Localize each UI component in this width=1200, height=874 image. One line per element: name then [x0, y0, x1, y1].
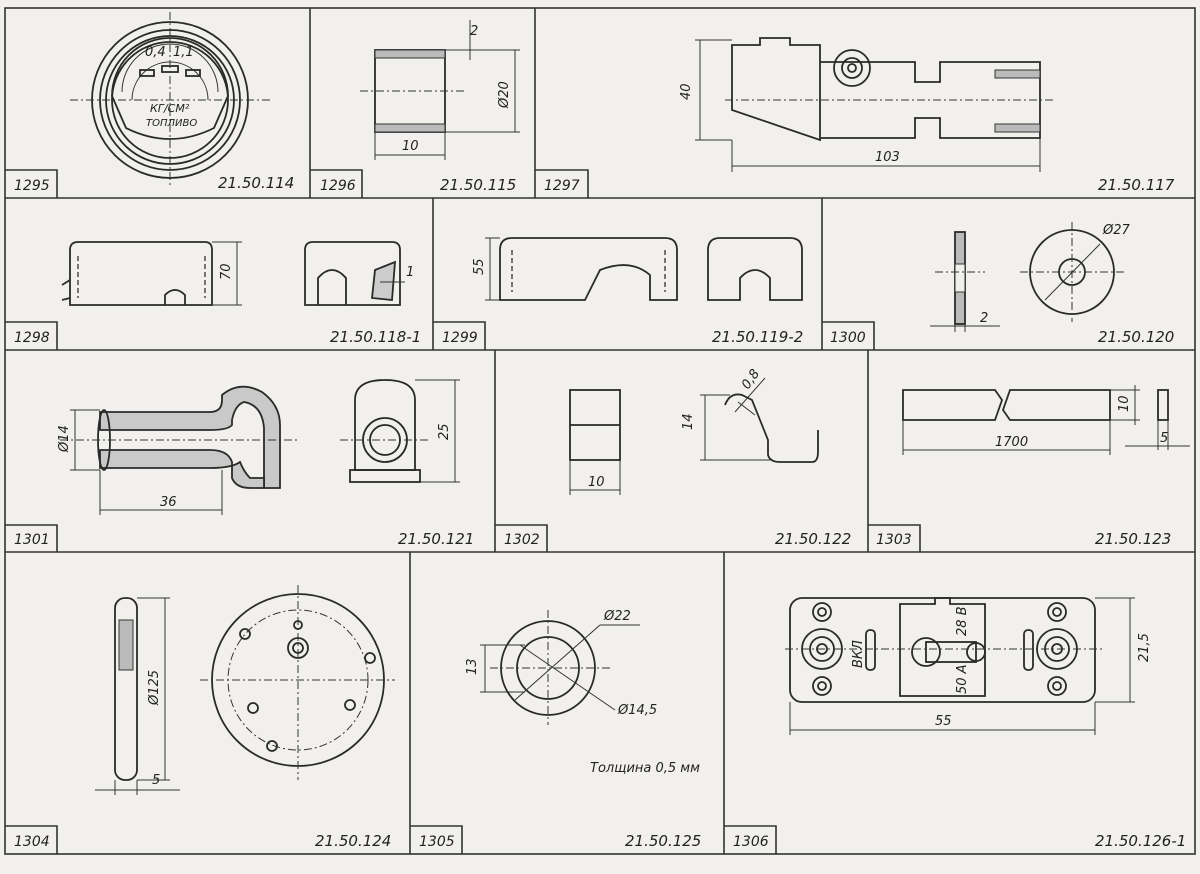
fitting-drawing [695, 37, 1055, 172]
dim-diameter: Ø14 [57, 425, 72, 453]
dim-height: 55 [472, 258, 487, 275]
dim-thickness: 5 [152, 773, 160, 788]
dim-height: 21,5 [1137, 633, 1152, 662]
part-code: 21.50.126-1 [1095, 832, 1186, 850]
label-boxes [5, 169, 921, 854]
cell-1298: 70 1 1298 21.50.118-1 [14, 241, 421, 346]
dim-thickness: 2 [980, 311, 988, 326]
cell-number: 1301 [14, 532, 50, 548]
dim-height: 70 [219, 263, 234, 280]
cell-1306: ВКЛ 28 В 50 А 21,5 55 1306 21.50.126-1 [733, 597, 1186, 850]
gauge-legend: ТОПЛИВО [146, 118, 197, 129]
dim-diameter: Ø20 [497, 81, 512, 109]
label-on: ВКЛ [851, 640, 866, 668]
cell-number: 1302 [504, 532, 540, 548]
cell-1299: 55 1299 21.50.119-2 [442, 237, 803, 346]
dim-width: 10 [1117, 395, 1132, 412]
part-code: 21.50.117 [1098, 176, 1175, 194]
washer-drawing [930, 222, 1125, 332]
dim-diameter: Ø27 [1102, 223, 1131, 238]
ring-drawing [480, 610, 640, 725]
dim-outer-diameter: Ø22 [603, 609, 631, 624]
dim-thickness: 5 [1160, 431, 1168, 446]
cell-1304: Ø125 5 1304 21.50.124 [14, 585, 395, 850]
part-code: 21.50.123 [1095, 530, 1171, 548]
part-code: 21.50.119-2 [712, 328, 803, 346]
cell-number: 1298 [14, 330, 50, 346]
cell-number: 1297 [544, 178, 580, 194]
cap-drawing [61, 241, 405, 306]
dim-diameter: Ø125 [147, 670, 162, 706]
part-code: 21.50.121 [398, 530, 474, 548]
part-code: 21.50.115 [440, 176, 516, 194]
dim-length: 36 [160, 495, 177, 510]
cell-number: 1306 [733, 834, 769, 850]
dim-width: 10 [588, 475, 605, 490]
cell-1302: 14 10 0,8 1302 21.50.122 [504, 367, 851, 548]
cell-1295: 0,4 1,1 КГ/СМ² ТОПЛИВО 1295 21.50.114 [14, 12, 294, 194]
dim-height: 14 [681, 413, 696, 430]
part-code: 21.50.114 [218, 174, 294, 192]
dim-length: 103 [875, 150, 900, 165]
cell-1296: 2 Ø20 10 1296 21.50.115 [320, 20, 520, 194]
dim-height: 13 [465, 658, 480, 675]
hose-drawing [60, 379, 460, 515]
dim-length: 1700 [995, 435, 1028, 450]
gauge-scale-high: 1,1 [173, 45, 194, 60]
grid-lines [4, 7, 1196, 855]
cell-number: 1305 [419, 834, 455, 850]
gauge-drawing [70, 12, 270, 188]
cell-number: 1303 [876, 532, 912, 548]
thickness-note: Толщина 0,5 мм [590, 761, 700, 776]
dim-inner-diameter: Ø14,5 [617, 703, 657, 718]
bracket-drawing [485, 237, 803, 301]
strip-drawing [902, 385, 1190, 455]
cell-1301: Ø14 36 25 1301 21.50.121 [14, 379, 474, 548]
dim-height: 25 [437, 423, 452, 440]
part-code: 21.50.118-1 [330, 328, 421, 346]
dim-wall: 2 [470, 24, 478, 39]
cell-number: 1295 [14, 178, 50, 194]
cell-number: 1304 [14, 834, 50, 850]
cell-1297: 40 103 1297 21.50.117 [544, 37, 1175, 194]
disc-drawing [95, 585, 395, 795]
dim-height: 40 [679, 83, 694, 100]
dim-wire: 0,8 [739, 367, 763, 393]
cell-number: 1296 [320, 178, 356, 194]
part-code: 21.50.125 [625, 832, 701, 850]
cell-1305: Ø22 13 Ø14,5 Толщина 0,5 мм 1305 21.50.1… [419, 609, 701, 850]
part-code: 21.50.120 [1098, 328, 1174, 346]
dim-length: 55 [935, 714, 952, 729]
cell-1300: Ø27 2 1300 21.50.120 [830, 222, 1174, 346]
part-code: 21.50.124 [315, 832, 391, 850]
label-voltage: 28 В [955, 606, 970, 636]
switch-drawing [785, 597, 1135, 735]
dim-length: 10 [402, 139, 419, 154]
dim-wall: 1 [406, 265, 414, 280]
clip-drawing [569, 377, 819, 495]
gauge-scale-low: 0,4 [145, 45, 166, 60]
cell-number: 1300 [830, 330, 866, 346]
cell-1303: 1700 10 5 1303 21.50.123 [876, 385, 1190, 548]
gauge-unit: КГ/СМ² [150, 102, 190, 115]
label-current: 50 А [955, 664, 970, 694]
part-code: 21.50.122 [775, 530, 851, 548]
sleeve-drawing [360, 20, 520, 160]
cell-number: 1299 [442, 330, 478, 346]
